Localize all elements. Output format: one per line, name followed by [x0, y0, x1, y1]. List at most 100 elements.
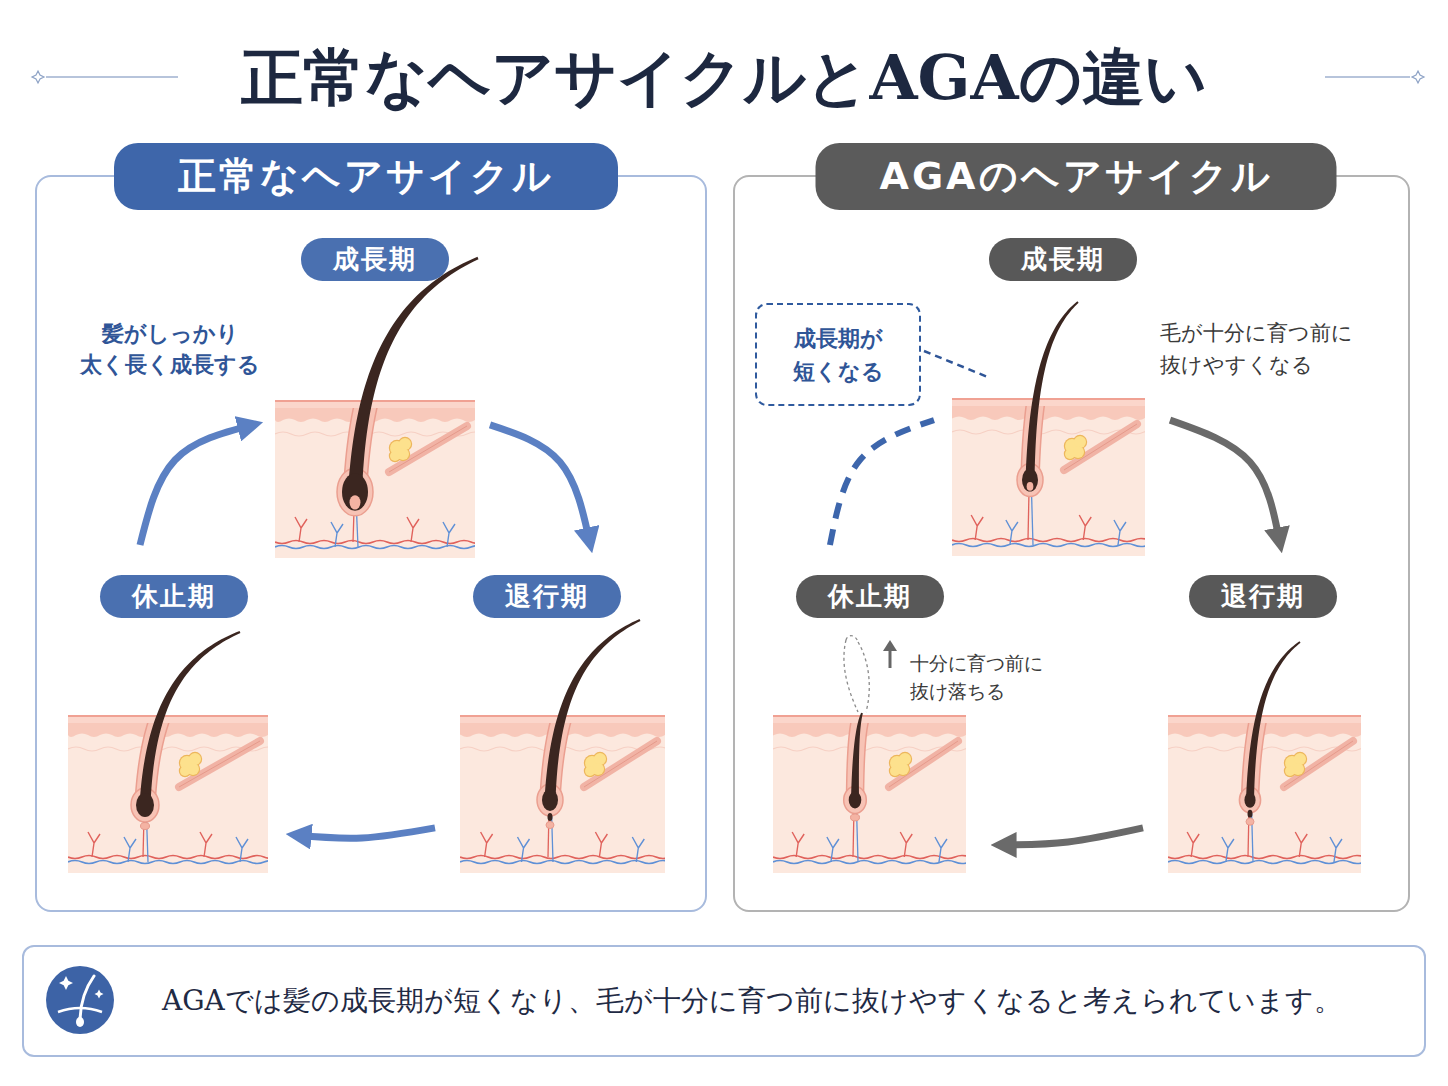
hair-bulb [136, 793, 154, 817]
hair-strand [548, 813, 553, 821]
dermal-papilla [1246, 818, 1254, 825]
dermal-papilla [851, 814, 860, 821]
skin-cross-section [275, 248, 485, 559]
title-sparkle [32, 71, 44, 83]
skin-surface-line [773, 715, 966, 717]
sebaceous-gland [899, 753, 911, 765]
skin-cross-section [771, 710, 981, 873]
blood-vessel-branch [1187, 832, 1199, 857]
phase-node: 休止期 [773, 575, 966, 875]
phase-pill: 退行期 [1189, 575, 1337, 618]
summary-icon-sparkle [95, 990, 104, 999]
blood-vessel-branch [971, 515, 983, 540]
falling-hair-outline [844, 636, 869, 712]
blood-vessel-branch [1295, 832, 1307, 857]
skin-surface [68, 715, 268, 723]
cycle-arrow [1001, 828, 1143, 845]
hair-shaft [1026, 301, 1079, 480]
blood-vessel-branch [295, 517, 307, 542]
blood-vessel-branch [124, 837, 136, 862]
blood-vessel-branch [518, 837, 530, 862]
papilla-vessel [1032, 492, 1034, 545]
sebaceous-gland [390, 451, 400, 461]
title-rule [1325, 76, 1410, 78]
dermal-papilla [141, 823, 150, 830]
sebaceous-gland [189, 753, 201, 765]
blood-vessel-branch [1006, 520, 1018, 545]
hair-bulb [1244, 792, 1255, 807]
blood-vessel [460, 861, 665, 864]
skin-cross-section [458, 611, 670, 873]
hair-strand [1248, 810, 1253, 818]
dermal-papilla [350, 495, 361, 509]
follicle-sheath [540, 723, 644, 800]
skin-surface [773, 715, 966, 723]
epidermis [773, 715, 966, 737]
callout-text: 成長期が 短くなる [776, 322, 900, 388]
blood-vessel [275, 546, 475, 549]
blood-vessel [952, 544, 1145, 547]
cycle-panel: 成長期退行期休止期正常なヘアサイクル [35, 175, 707, 912]
arrector-muscle [889, 741, 958, 787]
hair-bulb [1022, 468, 1038, 491]
epidermis [952, 398, 1145, 420]
panel-heading: 正常なヘアサイクル [114, 143, 618, 210]
blood-vessel-branch [827, 837, 839, 862]
cycle-arrow [490, 425, 590, 543]
phase-pill: 退行期 [473, 575, 621, 618]
sebaceous-gland [180, 766, 190, 776]
title-rule [46, 76, 178, 78]
arrector-muscle-line [889, 741, 958, 787]
sebaceous-gland [594, 753, 606, 765]
sebaceous-gland [1074, 436, 1086, 448]
follicle-sheath-base [337, 468, 373, 516]
hair-shaft [1246, 641, 1301, 800]
arrector-muscle [389, 426, 467, 472]
dermal-papilla [546, 822, 554, 829]
hair-shaft [348, 257, 479, 493]
phase-note: 毛が十分に育つ前に 抜けやすくなる [1160, 318, 1392, 381]
sebaceous-gland [1294, 753, 1306, 765]
skin-surface [952, 398, 1145, 406]
blood-vessel-branch [792, 832, 804, 857]
phase-node: 退行期 [1168, 575, 1361, 875]
arrector-muscle-line [389, 426, 467, 472]
blood-vessel-branch [1079, 515, 1091, 540]
blood-vessel-branch [1114, 520, 1126, 545]
sebaceous-gland [1065, 449, 1075, 459]
skin-surface-line [1168, 715, 1361, 717]
dermis [773, 715, 966, 873]
phase-node: 成長期 [952, 238, 1145, 558]
blood-vessel-branch [595, 832, 607, 857]
cycle-arrow [1170, 420, 1280, 543]
blood-vessel-branch [1222, 837, 1234, 862]
papilla-vessel [1028, 492, 1029, 540]
cycle-panel: 成長期退行期休止期成長期が 短くなるAGAのヘアサイクル [733, 175, 1410, 912]
callout-box: 成長期が 短くなる [755, 303, 921, 406]
dermis [952, 398, 1145, 556]
hair-bulb [849, 792, 862, 809]
arrector-muscle-line [179, 741, 260, 787]
dermis [1168, 715, 1361, 873]
phase-pill: 休止期 [100, 575, 248, 618]
skin-surface [275, 400, 475, 408]
follicle-sheath [1242, 723, 1306, 800]
sebaceous-gland [890, 766, 900, 776]
up-arrow-head [883, 640, 897, 651]
phase-node: 成長期 [275, 238, 475, 558]
blood-vessel [773, 856, 966, 859]
hair-bulb [342, 473, 368, 511]
shedding-note: 十分に育つ前に 抜け落ちる [910, 650, 1078, 705]
phase-pill: 成長期 [301, 238, 449, 281]
blood-vessel-branch [407, 517, 419, 542]
blood-vessel [1168, 856, 1361, 859]
summary-icon-bulb [76, 1017, 84, 1027]
skin-cross-section [950, 295, 1160, 556]
phase-pill: 成長期 [989, 238, 1137, 281]
blood-vessel [460, 856, 665, 859]
sebaceous-gland [1285, 766, 1295, 776]
page-title: 正常なヘアサイクルとAGAの違い [241, 38, 1206, 118]
skin-surface-line [68, 715, 268, 717]
